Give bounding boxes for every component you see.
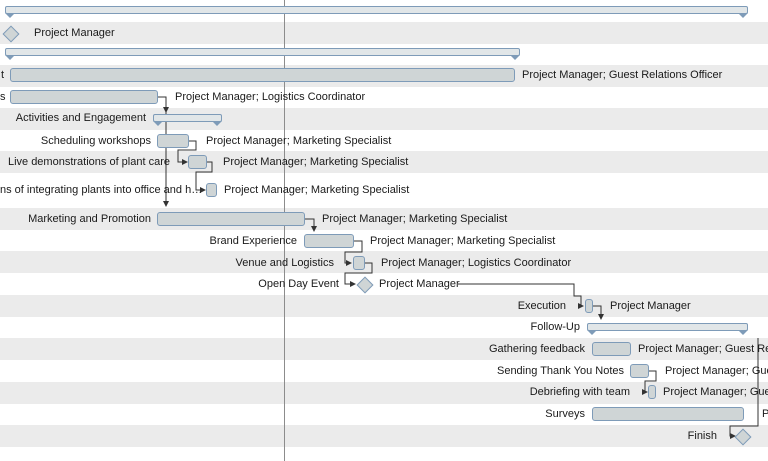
task-resources-label: Project Manager bbox=[379, 278, 460, 290]
link-t12-t13 bbox=[593, 305, 604, 320]
task-resources-label: Project Manager; Gues bbox=[665, 365, 768, 377]
task-resources-label: Project Manager bbox=[34, 27, 115, 39]
task-bar[interactable] bbox=[585, 299, 593, 313]
task-bar[interactable] bbox=[630, 364, 649, 378]
task-name-label-partial: t bbox=[0, 69, 4, 81]
row-stripe bbox=[0, 425, 768, 447]
task-bar[interactable] bbox=[592, 342, 631, 356]
task-resources-label: Project Manager; Logistics Coordinator bbox=[381, 257, 572, 269]
summary-bar-project[interactable] bbox=[5, 6, 748, 18]
task-name-label: Marketing and Promotion bbox=[28, 213, 151, 225]
row-stripe bbox=[0, 108, 768, 130]
task-name-label: Live demonstrations of plant care bbox=[7, 156, 170, 168]
task-name-label-partial: s bbox=[0, 91, 6, 103]
task-resources-label: Project Manager; Guest Relations Officer bbox=[522, 69, 723, 81]
task-bar[interactable] bbox=[188, 155, 207, 169]
task-bar[interactable] bbox=[592, 407, 744, 421]
task-name-label: Open Day Event bbox=[258, 278, 339, 290]
task-name-label: Gathering feedback bbox=[488, 343, 585, 355]
task-name-label: Finish bbox=[687, 430, 717, 442]
task-resources-label: Project Manager; Marketing Specialist bbox=[322, 213, 508, 225]
task-resources-label: Project Manager; Guest Rela bbox=[638, 343, 768, 355]
task-name-label: Brand Experience bbox=[209, 235, 297, 247]
summary-bar-activities[interactable] bbox=[153, 114, 222, 126]
task-bar[interactable] bbox=[157, 212, 305, 226]
task-bar[interactable] bbox=[206, 183, 217, 197]
task-resources-label: Project Manager; Marketing Specialist bbox=[370, 235, 556, 247]
task-resources-label: Project Manager; Marketing Specialist bbox=[206, 135, 392, 147]
task-name-label: Surveys bbox=[545, 408, 585, 420]
task-name-label: Debriefing with team bbox=[529, 386, 630, 398]
current-date-line bbox=[284, 0, 285, 461]
summary-bar-follow-up[interactable] bbox=[587, 323, 748, 335]
task-name-label: Scheduling workshops bbox=[40, 135, 151, 147]
task-resources-label: Project Manager; Marketing Specialist bbox=[223, 156, 409, 168]
task-bar[interactable] bbox=[304, 234, 354, 248]
row-stripe bbox=[0, 295, 768, 317]
row-stripe bbox=[0, 382, 768, 404]
task-bar[interactable] bbox=[353, 256, 365, 270]
task-resources-label: Project Manager; Gues bbox=[663, 386, 768, 398]
row-stripe bbox=[0, 251, 768, 273]
link-t5-t6 bbox=[177, 140, 197, 165]
task-resources-label: P bbox=[762, 408, 768, 420]
task-bar[interactable] bbox=[157, 134, 189, 148]
row-stripe bbox=[0, 22, 768, 44]
task-name-label: Execution bbox=[517, 300, 566, 312]
link-t6-t7 bbox=[195, 161, 213, 193]
link-t3-t5 bbox=[158, 96, 169, 113]
link-t8-t9 bbox=[305, 218, 317, 232]
row-stripe bbox=[0, 338, 768, 360]
task-name-label: Venue and Logistics bbox=[235, 257, 334, 269]
link-t13-t18 bbox=[729, 338, 759, 439]
task-bar[interactable] bbox=[648, 385, 656, 399]
task-name-label: ns of integrating plants into office and… bbox=[0, 184, 203, 196]
link-t9-t10 bbox=[344, 240, 363, 266]
link-t11-t12 bbox=[458, 283, 584, 309]
task-name-label: Follow-Up bbox=[530, 321, 580, 333]
task-bar[interactable] bbox=[10, 90, 158, 104]
task-bar[interactable] bbox=[10, 68, 515, 82]
task-name-label: Sending Thank You Notes bbox=[496, 365, 624, 377]
task-name-label: Activities and Engagement bbox=[15, 112, 146, 124]
summary-bar-planning[interactable] bbox=[5, 48, 520, 60]
link-t10-t11 bbox=[344, 262, 373, 287]
link-t15-t16 bbox=[642, 370, 657, 395]
task-resources-label: Project Manager; Logistics Coordinator bbox=[175, 91, 366, 103]
task-resources-label: Project Manager bbox=[610, 300, 691, 312]
task-resources-label: Project Manager; Marketing Specialist bbox=[224, 184, 410, 196]
